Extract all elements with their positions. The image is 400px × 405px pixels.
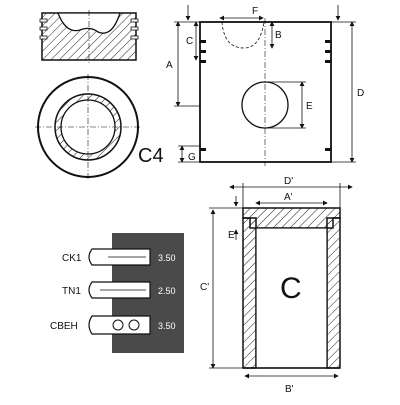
liner-model-label: C <box>280 272 302 305</box>
piston-dimension-lines <box>174 5 356 163</box>
ring-1-value: 3.50 <box>158 253 176 263</box>
dim-b-label: B <box>275 30 282 41</box>
dim-c-label: C <box>186 36 193 47</box>
dim-f-label: F <box>252 6 258 17</box>
dim-d-label: D <box>357 88 364 99</box>
dim-a-prime-label: A' <box>284 192 293 203</box>
piston-top-view <box>35 74 141 180</box>
dim-e-prime-label: E' <box>228 230 237 241</box>
dim-a-label: A <box>166 60 173 71</box>
cylinder-liner-view <box>242 207 341 369</box>
ring-1-name: CK1 <box>62 253 82 264</box>
dim-c-prime-label: C' <box>200 282 209 293</box>
ring-2-value: 2.50 <box>158 286 176 296</box>
piston-model-label: C4 <box>138 145 164 167</box>
dim-d-prime-label: D' <box>284 176 293 187</box>
piston-section-view <box>39 10 139 63</box>
piston-rings-panel <box>88 233 184 353</box>
piston-side-view <box>199 18 332 166</box>
dim-b-prime-label: B' <box>285 384 294 395</box>
liner-dimension-lines <box>209 183 353 379</box>
ring-2-name: TN1 <box>62 286 81 297</box>
ring-3-value: 3.50 <box>158 321 176 331</box>
dim-e-label: E <box>306 101 313 112</box>
ring-3-name: CBEH <box>50 321 78 332</box>
dim-g-label: G <box>188 152 196 163</box>
